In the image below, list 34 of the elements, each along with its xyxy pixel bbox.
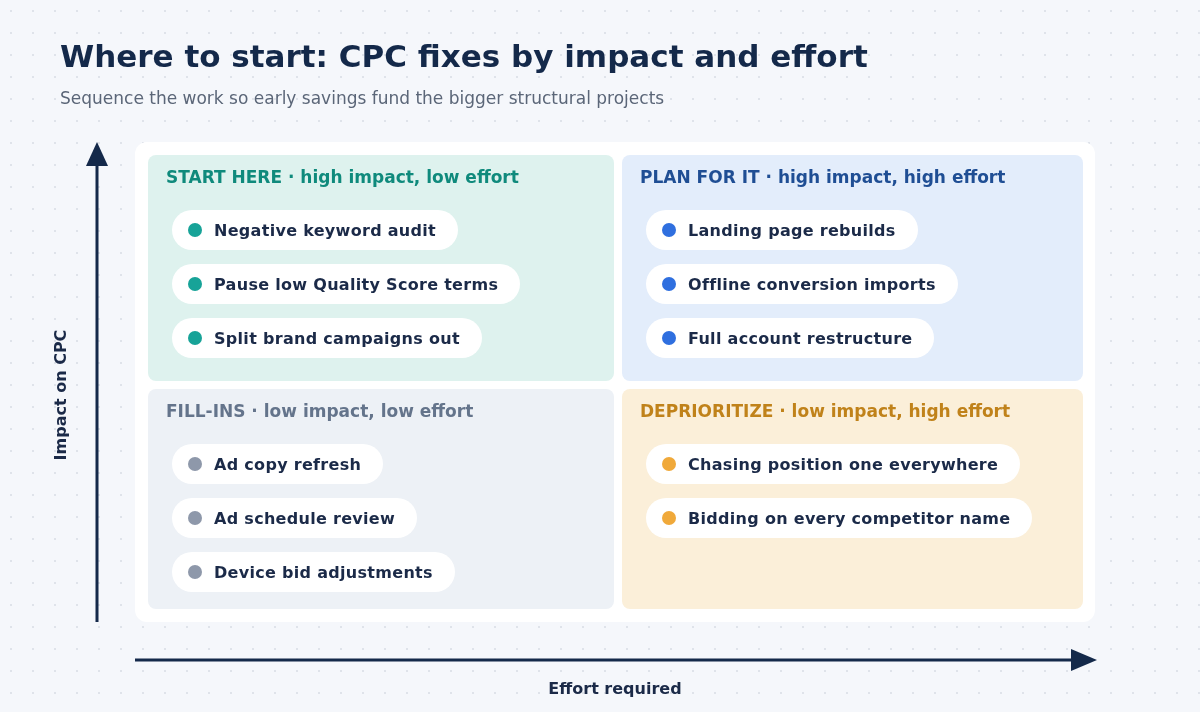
action-pill: [646, 318, 935, 358]
action-pill: [172, 210, 459, 250]
action-pill: [646, 264, 958, 304]
action-text: Bidding on every competitor name: [688, 508, 1011, 528]
action-pill: [172, 444, 384, 484]
action-pill: [172, 264, 521, 304]
action-text: Split brand campaigns out: [214, 328, 460, 348]
subtitle: Sequence the work so early savings fund the bigger structural projects: [60, 88, 665, 108]
quadrant-heading: FILL-INS · low impact, low effort: [166, 401, 474, 421]
quadrant-panel: [622, 155, 1083, 381]
action-pill: [172, 318, 482, 358]
action-text: Offline conversion imports: [688, 274, 936, 294]
action-text: Ad copy refresh: [214, 454, 362, 474]
action-text: Ad schedule review: [214, 508, 396, 528]
quadrant-panel: [148, 389, 614, 609]
action-pill: [646, 498, 1033, 538]
quadrant-heading: START HERE · high impact, low effort: [166, 167, 519, 187]
action-text: Full account restructure: [688, 328, 913, 348]
action-text: Pause low Quality Score terms: [214, 274, 499, 294]
action-text: Landing page rebuilds: [688, 220, 896, 240]
title: Where to start: CPC fixes by impact and effort: [60, 38, 868, 74]
action-text: Device bid adjustments: [214, 562, 433, 582]
axis-label: Effort required: [548, 678, 682, 698]
action-pill: [646, 210, 918, 250]
action-text: Negative keyword audit: [214, 220, 437, 240]
action-text: Chasing position one everywhere: [688, 454, 999, 474]
quadrant-heading: PLAN FOR IT · high impact, high effort: [640, 167, 1006, 187]
action-pill: [646, 444, 1021, 484]
quadrant-panel: [148, 155, 614, 381]
axis-label: Impact on CPC: [50, 329, 70, 461]
action-pill: [172, 498, 418, 538]
quadrant-panel: [622, 389, 1083, 609]
action-pill: [172, 552, 455, 592]
quadrant-heading: DEPRIORITIZE · low impact, high effort: [640, 401, 1011, 421]
